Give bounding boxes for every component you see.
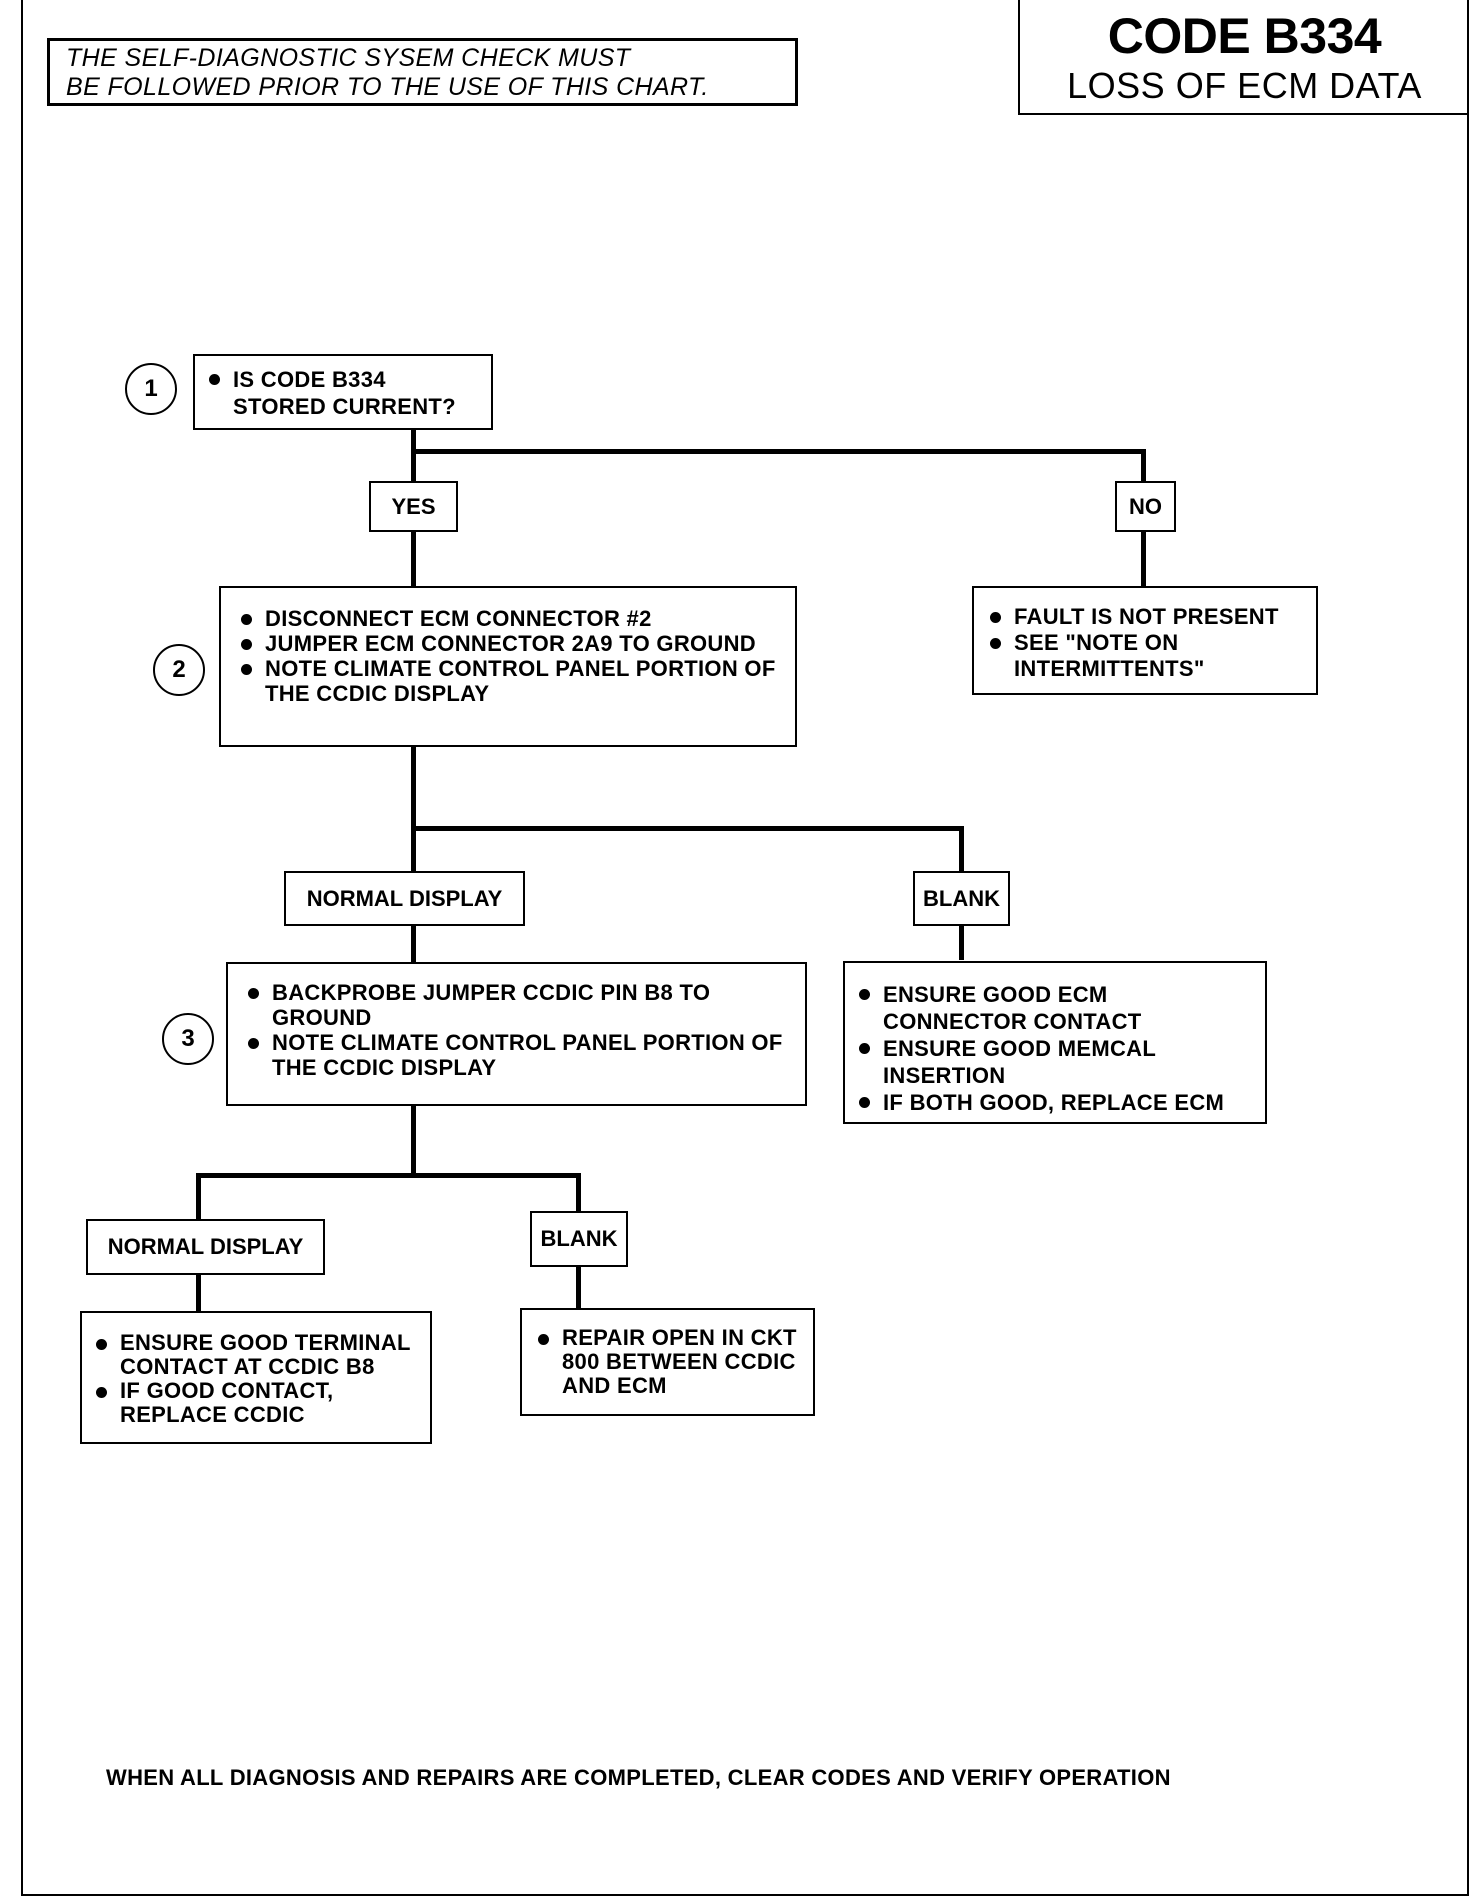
bullet-icon: [990, 638, 1001, 649]
connector-line: [411, 1106, 416, 1177]
bullet-icon: [859, 1043, 870, 1054]
bullet-item: ENSURE GOOD ECM CONNECTOR CONTACT: [855, 981, 1255, 1035]
connector-line: [196, 1173, 581, 1178]
yes-label: YES: [369, 481, 458, 532]
bullet-item: REPAIR OPEN IN CKT 800 BETWEEN CCDIC AND…: [534, 1326, 803, 1398]
page-frame: [21, 0, 1469, 1896]
connector-line: [411, 826, 964, 831]
connector-line: [959, 826, 964, 874]
bullet-icon: [241, 614, 252, 625]
bullet-text: ENSURE GOOD ECM CONNECTOR CONTACT: [883, 982, 1142, 1034]
bullet-icon: [241, 664, 252, 675]
connector-line: [411, 449, 1146, 454]
bullet-icon: [209, 374, 220, 385]
connector-line: [411, 924, 416, 966]
bullet-icon: [859, 1097, 870, 1108]
warning-note: THE SELF-DIAGNOSTIC SYSEM CHECK MUST BE …: [47, 38, 798, 106]
normal-display-label-1: NORMAL DISPLAY: [284, 871, 525, 926]
bullet-icon: [96, 1339, 107, 1350]
bullet-text: NOTE CLIMATE CONTROL PANEL PORTION OF TH…: [272, 1030, 783, 1080]
bullet-item: NOTE CLIMATE CONTROL PANEL PORTION OF TH…: [244, 1030, 793, 1080]
bullet-icon: [241, 639, 252, 650]
normal-2-result-items: ENSURE GOOD TERMINAL CONTACT AT CCDIC B8…: [92, 1331, 424, 1427]
connector-line: [411, 746, 416, 872]
step-1-box: IS CODE B334 STORED CURRENT?: [193, 354, 493, 430]
bullet-text: FAULT IS NOT PRESENT: [1014, 604, 1279, 629]
connector-line: [1141, 449, 1146, 484]
step-2-marker: 2: [153, 644, 205, 696]
bullet-icon: [96, 1387, 107, 1398]
no-label: NO: [1115, 481, 1176, 532]
bullet-item: ENSURE GOOD TERMINAL CONTACT AT CCDIC B8: [92, 1331, 424, 1379]
bullet-text: IS CODE B334 STORED CURRENT?: [233, 367, 456, 419]
bullet-item: JUMPER ECM CONNECTOR 2A9 TO GROUND: [237, 631, 783, 656]
blank-label-2: BLANK: [530, 1211, 628, 1267]
bullet-text: BACKPROBE JUMPER CCDIC PIN B8 TO GROUND: [272, 980, 711, 1030]
connector-line: [411, 428, 416, 483]
connector-line: [1141, 530, 1146, 588]
bullet-text: REPAIR OPEN IN CKT 800 BETWEEN CCDIC AND…: [562, 1325, 797, 1398]
bullet-item: IF BOTH GOOD, REPLACE ECM: [855, 1089, 1255, 1116]
bullet-text: ENSURE GOOD MEMCAL INSERTION: [883, 1036, 1156, 1088]
connector-line: [196, 1274, 201, 1313]
footer-note: WHEN ALL DIAGNOSIS AND REPAIRS ARE COMPL…: [106, 1765, 1171, 1790]
bullet-item: IS CODE B334 STORED CURRENT?: [205, 366, 481, 420]
code-subtitle: LOSS OF ECM DATA: [1067, 65, 1422, 106]
bullet-text: IF BOTH GOOD, REPLACE ECM: [883, 1090, 1225, 1115]
warning-line-1: THE SELF-DIAGNOSTIC SYSEM CHECK MUST: [66, 44, 631, 72]
bullet-icon: [248, 1038, 259, 1049]
bullet-item: FAULT IS NOT PRESENT: [986, 604, 1306, 630]
blank-label-1: BLANK: [913, 871, 1010, 926]
bullet-text: DISCONNECT ECM CONNECTOR #2: [265, 606, 652, 631]
connector-line: [959, 924, 964, 960]
bullet-item: BACKPROBE JUMPER CCDIC PIN B8 TO GROUND: [244, 980, 793, 1030]
step-1-marker: 1: [125, 363, 177, 415]
normal-display-label-2: NORMAL DISPLAY: [86, 1219, 325, 1275]
step-3-marker: 3: [162, 1013, 214, 1065]
connector-line: [576, 1173, 581, 1215]
bullet-icon: [990, 612, 1001, 623]
bullet-text: IF GOOD CONTACT, REPLACE CCDIC: [120, 1378, 334, 1427]
bullet-item: SEE "NOTE ON INTERMITTENTS": [986, 630, 1306, 682]
bullet-icon: [248, 988, 259, 999]
blank-2-result-items: REPAIR OPEN IN CKT 800 BETWEEN CCDIC AND…: [534, 1326, 803, 1398]
code-title: CODE B334: [1107, 8, 1382, 64]
bullet-item: ENSURE GOOD MEMCAL INSERTION: [855, 1035, 1255, 1089]
bullet-item: DISCONNECT ECM CONNECTOR #2: [237, 606, 783, 631]
bullet-text: JUMPER ECM CONNECTOR 2A9 TO GROUND: [265, 631, 756, 656]
connector-line: [411, 530, 416, 588]
warning-line-2: BE FOLLOWED PRIOR TO THE USE OF THIS CHA…: [66, 73, 709, 101]
bullet-item: NOTE CLIMATE CONTROL PANEL PORTION OF TH…: [237, 656, 783, 706]
connector-line: [576, 1265, 581, 1309]
bullet-text: NOTE CLIMATE CONTROL PANEL PORTION OF TH…: [265, 656, 776, 706]
bullet-icon: [538, 1334, 549, 1345]
bullet-icon: [859, 989, 870, 1000]
bullet-text: SEE "NOTE ON INTERMITTENTS": [1014, 630, 1205, 681]
step-1-items: IS CODE B334 STORED CURRENT?: [205, 366, 481, 420]
bullet-item: IF GOOD CONTACT, REPLACE CCDIC: [92, 1379, 424, 1427]
connector-line: [196, 1173, 201, 1223]
blank-2-result-box: REPAIR OPEN IN CKT 800 BETWEEN CCDIC AND…: [520, 1308, 815, 1416]
code-header: CODE B334 LOSS OF ECM DATA: [1018, 0, 1469, 115]
normal-2-result-box: ENSURE GOOD TERMINAL CONTACT AT CCDIC B8…: [80, 1311, 432, 1444]
bullet-text: ENSURE GOOD TERMINAL CONTACT AT CCDIC B8: [120, 1330, 411, 1379]
